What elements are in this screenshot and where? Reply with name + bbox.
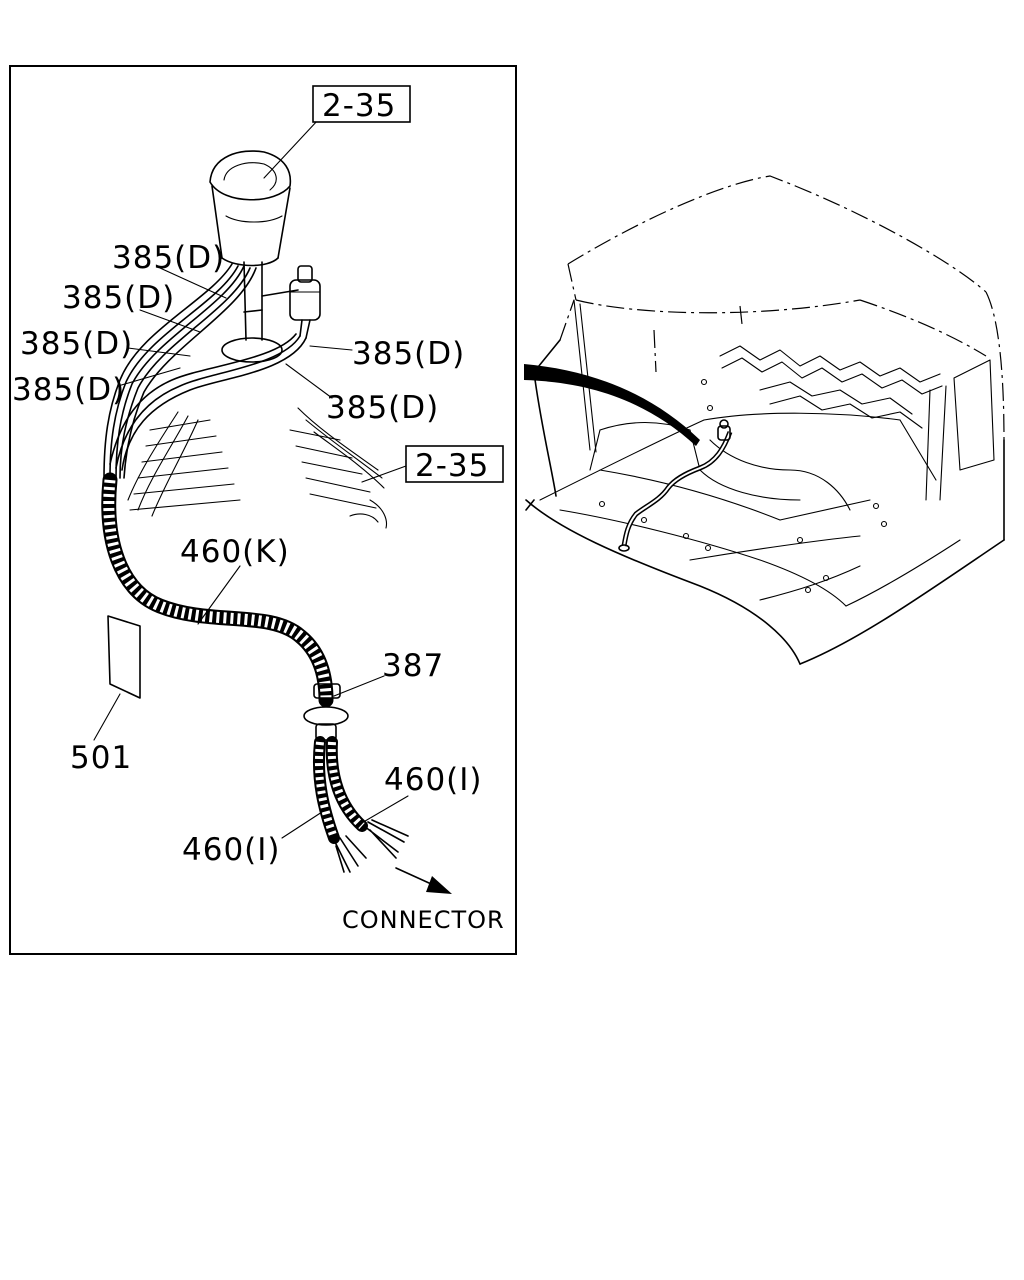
callout-385d-2[interactable]: 385(D) xyxy=(62,280,175,316)
ref-box-right xyxy=(405,445,504,483)
boot-mount xyxy=(221,261,299,363)
shift-lever-assembly xyxy=(209,150,292,267)
callout-501[interactable]: 501 xyxy=(70,740,132,776)
ref-label-right[interactable]: 2-35 xyxy=(415,448,489,484)
switch-connector xyxy=(289,265,321,339)
grommet xyxy=(303,683,349,741)
branch-harness-460i xyxy=(312,736,452,894)
corrugated-harness-460k xyxy=(101,472,334,708)
callout-385d-4[interactable]: 385(D) xyxy=(12,372,125,408)
shift-boot xyxy=(127,407,388,529)
ref-label-top[interactable]: 2-35 xyxy=(322,88,396,124)
label-card xyxy=(107,615,141,699)
callout-385d-6[interactable]: 385(D) xyxy=(326,390,439,426)
detail-panel-frame xyxy=(9,65,517,955)
ref-box-top xyxy=(312,85,411,123)
leader-lines xyxy=(93,119,409,839)
callout-460k[interactable]: 460(K) xyxy=(180,534,290,570)
callout-460i-1[interactable]: 460(I) xyxy=(384,762,483,798)
callout-385d-1[interactable]: 385(D) xyxy=(112,240,225,276)
callout-460i-2[interactable]: 460(I) xyxy=(182,832,281,868)
cab-overview xyxy=(524,175,1005,665)
callout-385d-5[interactable]: 385(D) xyxy=(352,336,465,372)
pointer-arrow xyxy=(524,364,700,446)
callout-385d-3[interactable]: 385(D) xyxy=(20,326,133,362)
callout-connector[interactable]: CONNECTOR xyxy=(342,906,505,934)
callout-387[interactable]: 387 xyxy=(382,648,444,684)
